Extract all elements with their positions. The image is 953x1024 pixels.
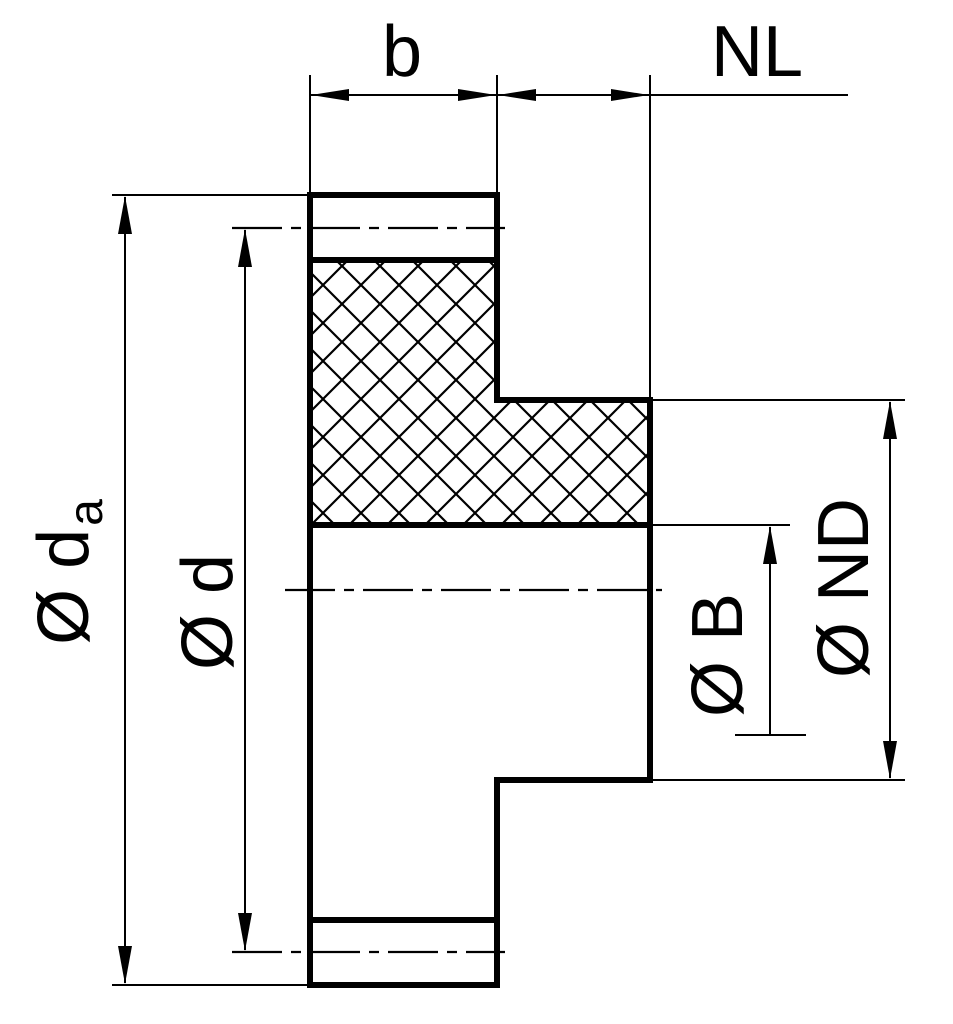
extension-lines — [112, 75, 905, 986]
dim-label-b: b — [382, 12, 422, 92]
dim-label-da-subscript: a — [60, 499, 113, 526]
arrow-da-bottom — [118, 946, 132, 984]
arrow-b-left — [311, 89, 349, 101]
dimension-labels: b NL Ø d a Ø d Ø B Ø ND — [24, 12, 884, 717]
arrowheads — [118, 89, 897, 984]
hatch-region — [307, 257, 653, 528]
arrow-nd-top — [883, 401, 897, 439]
dim-label-nl: NL — [711, 12, 803, 92]
dim-label-nd: Ø ND — [804, 498, 884, 678]
arrow-nd-bottom — [883, 741, 897, 779]
arrow-bore — [763, 526, 777, 564]
dim-label-bore: Ø B — [678, 593, 758, 717]
arrow-b-right — [458, 89, 496, 101]
dim-label-d: Ø d — [168, 554, 248, 670]
arrow-d-bottom — [238, 913, 252, 951]
arrow-da-top — [118, 196, 132, 234]
dim-label-da-main: Ø d — [24, 529, 104, 645]
arrow-nl-left — [498, 89, 536, 101]
arrow-d-top — [238, 229, 252, 267]
dim-label-da: Ø d a — [24, 499, 113, 645]
arrow-nl-right — [611, 89, 649, 101]
center-lines — [232, 226, 662, 954]
gear-section — [307, 192, 653, 988]
